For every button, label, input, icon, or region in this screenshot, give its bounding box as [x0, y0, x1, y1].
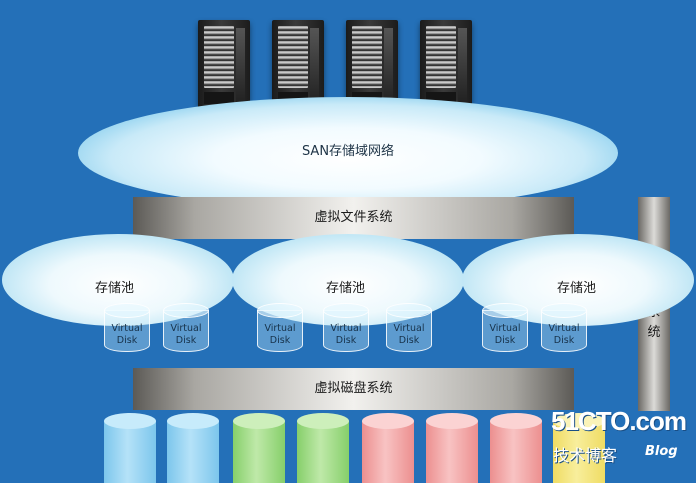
virtual-disk-label-line1: Virtual	[393, 323, 425, 334]
watermark-site: 51CTO.com	[551, 406, 687, 436]
virtual-disk-label-line2: Disk	[553, 335, 575, 346]
virtual-disk-label-line1: Virtual	[111, 323, 143, 334]
virtual-disk-label-line1: Virtual	[330, 323, 362, 334]
physical-disk-green	[297, 413, 349, 483]
virtual-disk-label-line2: Disk	[269, 335, 291, 346]
watermark-subtitle: 技术博客	[553, 446, 618, 465]
physical-disk-yellow	[553, 413, 605, 483]
server-icon	[420, 20, 472, 110]
watermark-logo: 51CTO.com 技术博客 Blog	[551, 406, 687, 476]
virtual-disk-system-bar: 虚拟磁盘系统	[133, 368, 574, 410]
virtual-disk-label-line2: Disk	[335, 335, 357, 346]
server-icon	[346, 20, 398, 110]
management-char: 统	[647, 325, 661, 340]
physical-disk-red	[490, 413, 542, 483]
storage-pool-label: 存储池	[326, 281, 366, 296]
virtual-disk-label-line1: Virtual	[264, 323, 296, 334]
virtual-disk-label-line1: Virtual	[170, 323, 202, 334]
san-network-label: SAN存储域网络	[301, 144, 395, 159]
physical-disk-blue	[104, 413, 156, 483]
physical-disk-red	[426, 413, 478, 483]
physical-disk-green	[233, 413, 285, 483]
virtual-file-system-label: 虚拟文件系统	[314, 210, 393, 225]
physical-disk-red	[362, 413, 414, 483]
virtual-disk-label-line1: Virtual	[548, 323, 580, 334]
virtual-disk-label-line2: Disk	[175, 335, 197, 346]
virtual-disk-label-line2: Disk	[116, 335, 138, 346]
server-icon	[198, 20, 250, 110]
virtual-file-system-bar: 虚拟文件系统	[133, 197, 574, 239]
san-network-ellipse: SAN存储域网络	[78, 97, 618, 209]
watermark-blog: Blog	[645, 444, 678, 459]
server-icon	[272, 20, 324, 110]
virtual-disk-label-line2: Disk	[398, 335, 420, 346]
physical-disk-blue	[167, 413, 219, 483]
virtual-disk-system-label: 虚拟磁盘系统	[314, 381, 393, 396]
storage-pool-label: 存储池	[557, 281, 597, 296]
virtual-disk-label-line2: Disk	[494, 335, 516, 346]
virtual-disk-label-line1: Virtual	[489, 323, 521, 334]
storage-pool-label: 存储池	[95, 281, 135, 296]
